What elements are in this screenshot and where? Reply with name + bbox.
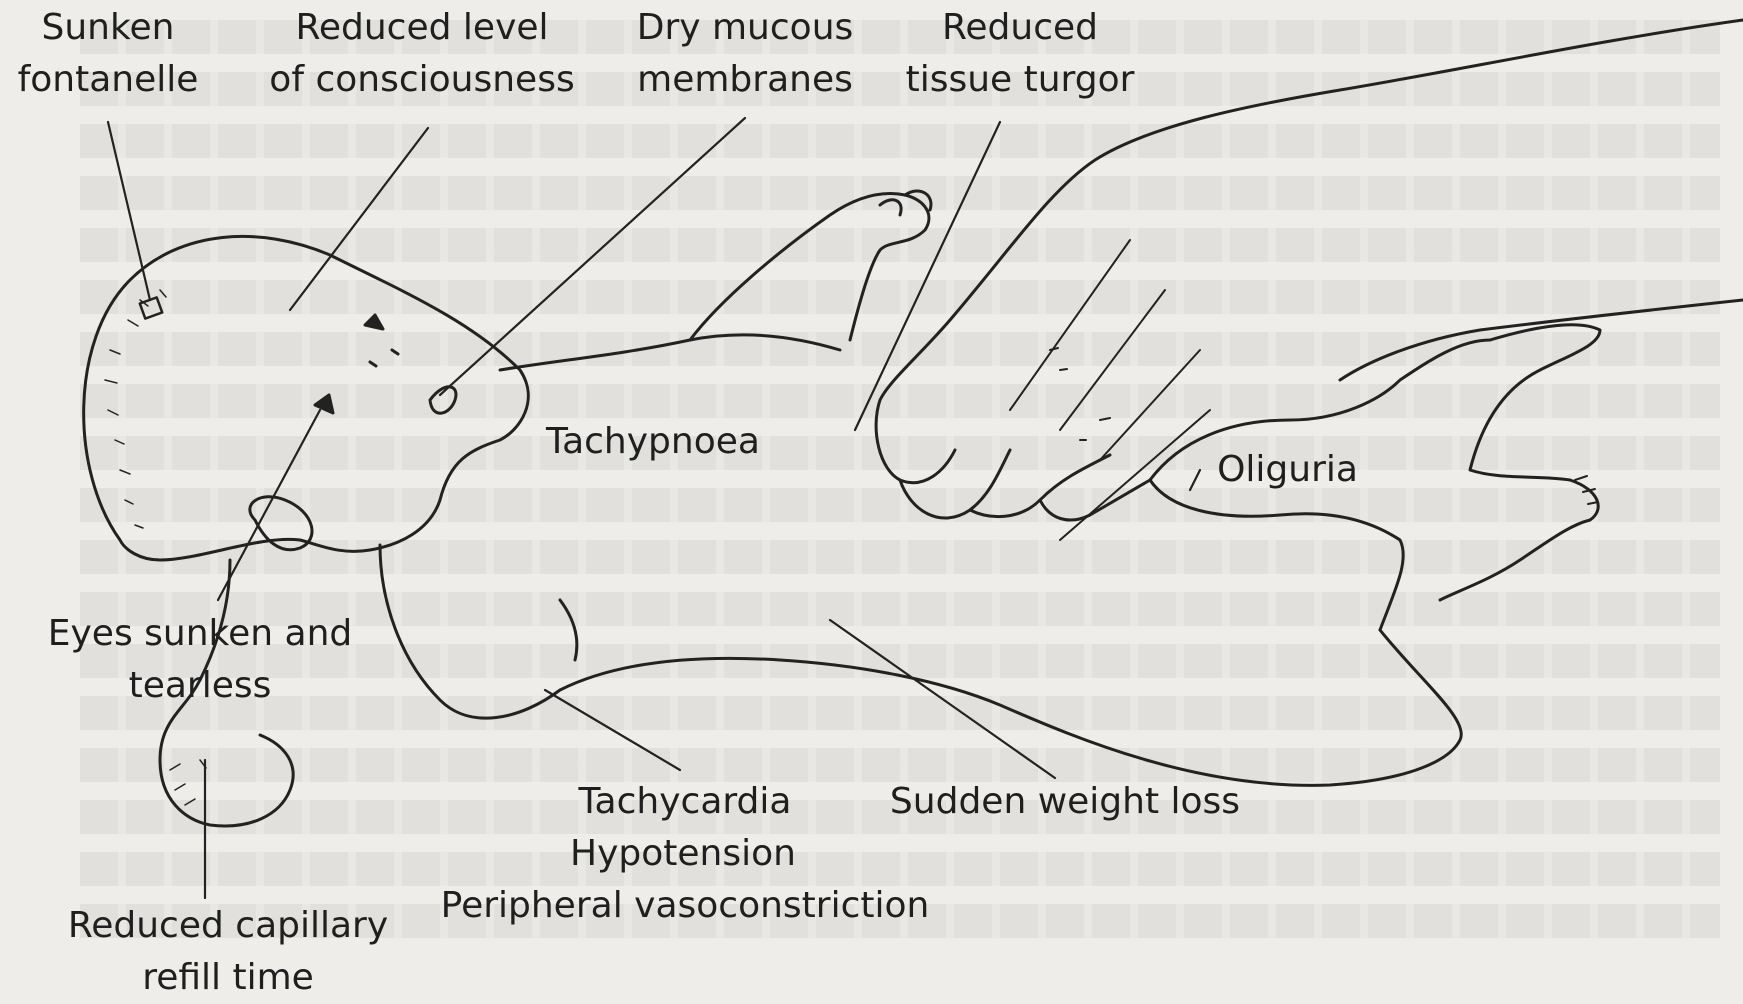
label-dry-mucous: Dry mucous membranes	[620, 2, 870, 106]
label-reduced-consciousness: Reduced level of consciousness	[262, 2, 582, 106]
fontanelle-marker	[140, 297, 162, 318]
foot-toes	[1575, 476, 1598, 504]
label-tissue-turgor: Reduced tissue turgor	[890, 2, 1150, 106]
leader-turgor	[855, 122, 1000, 430]
leg	[1440, 325, 1600, 600]
nose	[370, 350, 398, 366]
infant-head	[84, 236, 529, 560]
hand-shading	[170, 760, 206, 805]
label-oliguria: Oliguria	[1205, 444, 1370, 496]
label-weight-loss: Sudden weight loss	[880, 776, 1250, 828]
label-tachycardia: Tachycardia	[565, 776, 805, 828]
leader-consciousness	[290, 128, 428, 310]
adult-knuckles	[1050, 348, 1110, 440]
infant-mouth	[430, 387, 456, 413]
leader-oliguria	[1190, 470, 1200, 490]
eye-left	[365, 315, 383, 329]
leader-weight-loss	[830, 620, 1055, 778]
chest-fold	[560, 600, 577, 660]
label-capillary-refill: Reduced capillary refill time	[58, 900, 398, 1004]
body-bottom	[380, 545, 1461, 785]
label-eyes-sunken: Eyes sunken and tearless	[40, 608, 360, 712]
eye-right	[315, 395, 333, 413]
leader-dry-mucous	[440, 118, 745, 395]
body-top	[500, 335, 840, 370]
hair-shading	[105, 290, 166, 528]
leader-fontanelle	[108, 122, 150, 300]
label-sunken-fontanelle: Sunken fontanelle	[8, 2, 208, 106]
label-hypotension: Hypotension	[558, 828, 808, 880]
label-vasoconstriction: Peripheral vasoconstriction	[425, 880, 945, 932]
raised-arm	[690, 194, 929, 340]
leader-eyes	[218, 410, 320, 600]
leader-tachycardia	[545, 690, 680, 770]
label-tachypnoea: Tachypnoea	[538, 416, 768, 468]
adult-hand-lines	[1010, 240, 1210, 540]
